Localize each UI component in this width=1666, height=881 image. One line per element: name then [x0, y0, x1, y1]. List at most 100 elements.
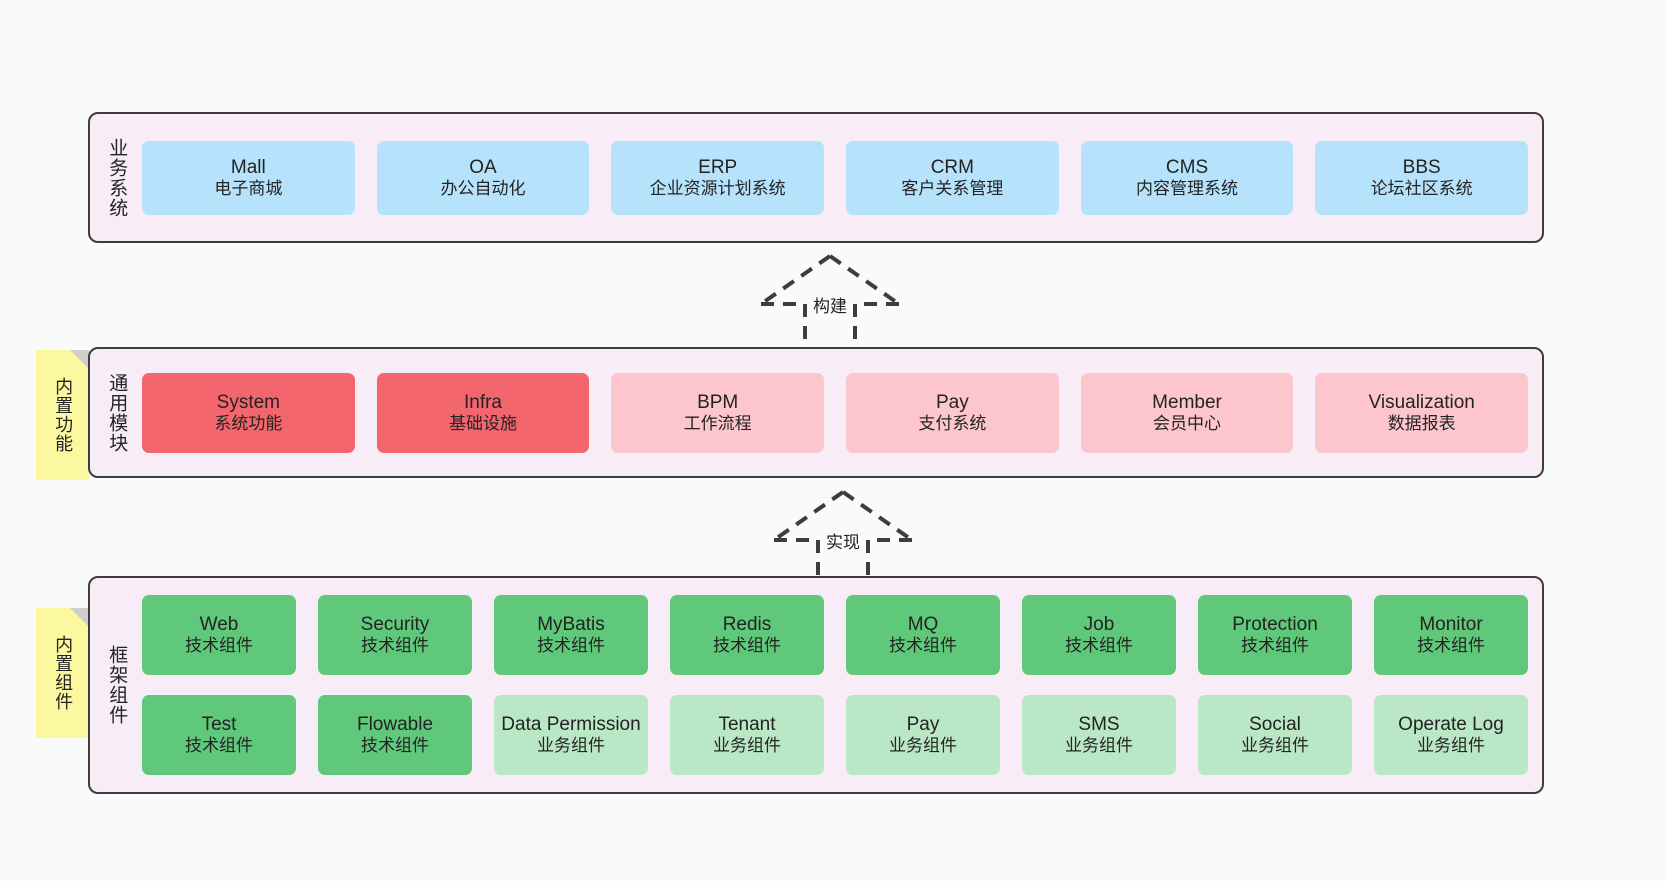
node-monitor[interactable]: Monitor 技术组件	[1374, 595, 1528, 675]
node-pay-component[interactable]: Pay 业务组件	[846, 695, 1000, 775]
node-en-label: Flowable	[356, 714, 434, 736]
node-cn-label: 论坛社区系统	[1370, 178, 1473, 198]
note-label: 内置功能	[53, 377, 74, 453]
node-en-label: ERP	[698, 156, 738, 178]
node-row: Test 技术组件 Flowable 技术组件 Data Permission …	[142, 695, 1528, 775]
node-mq[interactable]: MQ 技术组件	[846, 595, 1000, 675]
node-data-permission[interactable]: Data Permission 业务组件	[494, 695, 648, 775]
layer-framework-component: 框架组件 Web 技术组件 Security 技术组件 MyBatis 技术组件…	[88, 576, 1544, 794]
node-social[interactable]: Social 业务组件	[1198, 695, 1352, 775]
node-en-label: Data Permission	[501, 714, 641, 736]
node-en-label: Test	[201, 714, 237, 736]
layer-title-common-module: 通用模块	[106, 372, 128, 453]
node-cn-label: 业务组件	[713, 736, 781, 756]
node-cn-label: 技术组件	[1417, 636, 1485, 656]
node-en-label: OA	[469, 156, 497, 178]
node-cn-label: 技术组件	[1241, 636, 1309, 656]
node-bpm[interactable]: BPM 工作流程	[611, 372, 825, 453]
node-web[interactable]: Web 技术组件	[142, 595, 296, 675]
node-en-label: MyBatis	[537, 614, 605, 636]
node-cn-label: 数据报表	[1387, 413, 1456, 433]
node-en-label: Mall	[230, 156, 266, 178]
node-en-label: Pay	[906, 714, 940, 736]
node-cn-label: 支付系统	[918, 413, 987, 433]
node-en-label: Protection	[1232, 614, 1318, 636]
node-bbs[interactable]: BBS 论坛社区系统	[1315, 140, 1529, 215]
node-system[interactable]: System 系统功能	[142, 372, 355, 453]
node-en-label: Web	[199, 614, 239, 636]
connector-build: 构建	[735, 252, 925, 344]
layer-business-system: 业务系统 Mall 电子商城 OA 办公自动化 ERP 企业资源计划系统 CRM…	[88, 112, 1544, 243]
node-cn-label: 系统功能	[214, 413, 283, 433]
node-cn-label: 业务组件	[1417, 736, 1485, 756]
node-cn-label: 基础设施	[449, 413, 517, 433]
node-cn-label: 电子商城	[214, 178, 283, 198]
node-en-label: MQ	[907, 614, 939, 636]
node-cn-label: 技术组件	[361, 736, 429, 756]
node-en-label: BPM	[697, 391, 739, 413]
node-cn-label: 内容管理系统	[1136, 178, 1239, 198]
layer-body-common-module: System 系统功能 Infra 基础设施 BPM 工作流程 Pay 支付系统…	[142, 349, 1542, 476]
node-operate-log[interactable]: Operate Log 业务组件	[1374, 695, 1528, 775]
node-mall[interactable]: Mall 电子商城	[142, 140, 355, 215]
node-cn-label: 业务组件	[1065, 736, 1133, 756]
node-cn-label: 业务组件	[1241, 736, 1309, 756]
node-en-label: Pay	[935, 391, 969, 413]
node-cms[interactable]: CMS 内容管理系统	[1080, 140, 1294, 215]
node-cn-label: 技术组件	[889, 636, 957, 656]
node-row: Web 技术组件 Security 技术组件 MyBatis 技术组件 Redi…	[142, 595, 1528, 675]
node-cn-label: 技术组件	[1065, 636, 1133, 656]
node-cn-label: 工作流程	[683, 413, 752, 433]
node-mybatis[interactable]: MyBatis 技术组件	[494, 595, 648, 675]
node-protection[interactable]: Protection 技术组件	[1198, 595, 1352, 675]
layer-title-framework-component: 框架组件	[106, 645, 128, 725]
connector-realize: 实现	[748, 488, 938, 580]
node-visualization[interactable]: Visualization 数据报表	[1315, 372, 1529, 453]
node-cn-label: 会员中心	[1153, 413, 1222, 433]
node-en-label: SMS	[1078, 714, 1120, 736]
node-cn-label: 业务组件	[537, 736, 605, 756]
node-cn-label: 技术组件	[713, 636, 781, 656]
note-builtin-function: 内置功能	[36, 350, 89, 480]
node-en-label: BBS	[1402, 156, 1441, 178]
node-cn-label: 业务组件	[889, 736, 957, 756]
node-cn-label: 技术组件	[185, 636, 253, 656]
node-job[interactable]: Job 技术组件	[1022, 595, 1176, 675]
connector-realize-label: 实现	[826, 533, 860, 552]
node-en-label: Redis	[722, 614, 772, 636]
node-en-label: Infra	[463, 391, 503, 413]
node-crm[interactable]: CRM 客户关系管理	[846, 140, 1059, 215]
node-pay-module[interactable]: Pay 支付系统	[846, 372, 1059, 453]
node-en-label: Monitor	[1419, 614, 1483, 636]
node-member[interactable]: Member 会员中心	[1080, 372, 1294, 453]
node-cn-label: 企业资源计划系统	[649, 178, 786, 198]
node-security[interactable]: Security 技术组件	[318, 595, 472, 675]
node-sms[interactable]: SMS 业务组件	[1022, 695, 1176, 775]
node-en-label: Member	[1152, 391, 1222, 413]
layer-body-business-system: Mall 电子商城 OA 办公自动化 ERP 企业资源计划系统 CRM 客户关系…	[142, 114, 1542, 241]
node-row: System 系统功能 Infra 基础设施 BPM 工作流程 Pay 支付系统…	[142, 372, 1529, 453]
node-cn-label: 技术组件	[537, 636, 605, 656]
node-en-label: Tenant	[718, 714, 776, 736]
note-label: 内置组件	[53, 635, 74, 711]
node-redis[interactable]: Redis 技术组件	[670, 595, 824, 675]
node-en-label: CMS	[1165, 156, 1209, 178]
node-flowable[interactable]: Flowable 技术组件	[318, 695, 472, 775]
node-en-label: Job	[1083, 614, 1115, 636]
layer-body-framework-component: Web 技术组件 Security 技术组件 MyBatis 技术组件 Redi…	[142, 578, 1542, 792]
node-test[interactable]: Test 技术组件	[142, 695, 296, 775]
node-en-label: Operate Log	[1398, 714, 1504, 736]
note-fold-icon	[70, 350, 89, 369]
node-en-label: Security	[360, 614, 430, 636]
node-erp[interactable]: ERP 企业资源计划系统	[611, 140, 825, 215]
node-en-label: Social	[1249, 714, 1301, 736]
note-builtin-component: 内置组件	[36, 608, 89, 738]
node-cn-label: 技术组件	[185, 736, 253, 756]
node-infra[interactable]: Infra 基础设施	[376, 372, 590, 453]
node-en-label: CRM	[930, 156, 974, 178]
node-oa[interactable]: OA 办公自动化	[376, 140, 590, 215]
node-tenant[interactable]: Tenant 业务组件	[670, 695, 824, 775]
node-row: Mall 电子商城 OA 办公自动化 ERP 企业资源计划系统 CRM 客户关系…	[142, 140, 1529, 215]
layer-title-business-system: 业务系统	[106, 137, 128, 218]
